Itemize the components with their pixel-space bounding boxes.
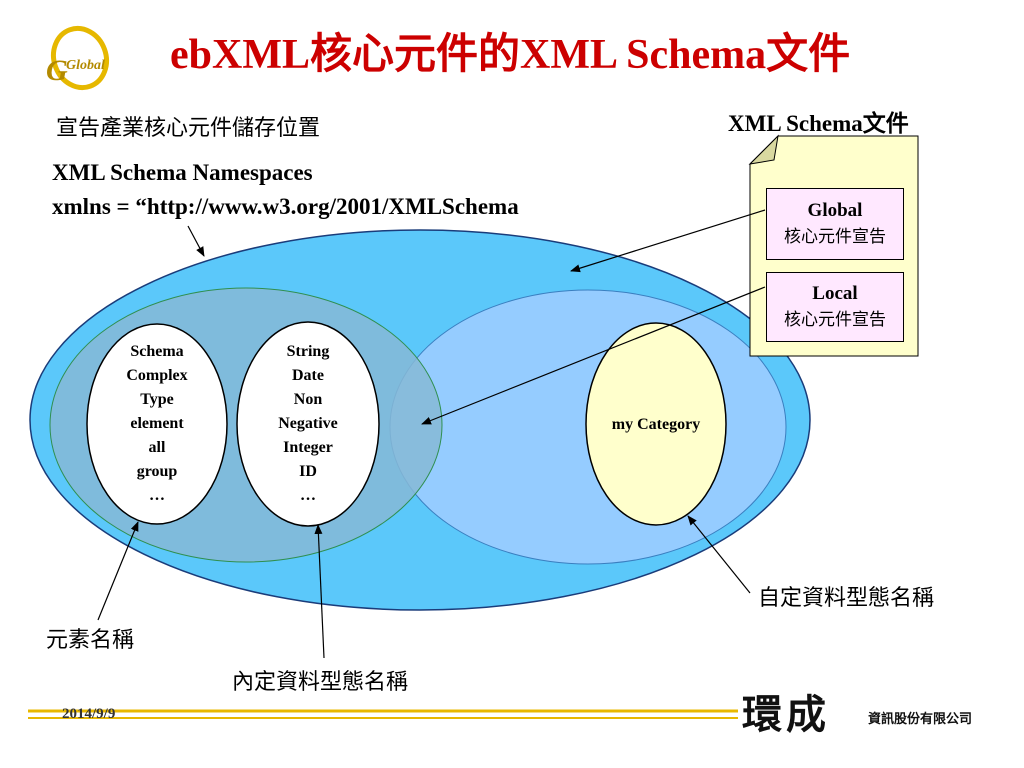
global-box-subtitle: 核心元件宣告	[784, 227, 886, 247]
global-box-title: Global	[807, 200, 863, 221]
schema-item: Schema	[130, 343, 184, 360]
company-name: 環成	[742, 691, 830, 738]
type-item: ID	[299, 463, 317, 480]
schema-document-label: XML Schema文件	[728, 111, 909, 136]
schema-item: group	[136, 463, 178, 480]
builtin-types-ellipse	[236, 321, 380, 527]
schema-item: all	[148, 439, 166, 456]
local-declaration-box: Local 核心元件宣告	[766, 272, 904, 342]
type-item: Integer	[283, 439, 333, 456]
schema-items-list: Schema Complex Type element all group …	[97, 328, 217, 520]
type-item: …	[300, 487, 316, 504]
namespaces-title: XML Schema Namespaces	[52, 160, 313, 185]
my-category-ellipse	[585, 322, 727, 526]
page-title: ebXML核心元件的XML Schema文件	[170, 32, 851, 78]
schema-elements-ellipse	[86, 323, 228, 525]
local-box-subtitle: 核心元件宣告	[784, 310, 886, 330]
builtin-types-label: 內定資料型態名稱	[232, 670, 409, 695]
type-item: Date	[292, 367, 324, 384]
arrow-element-names	[97, 521, 139, 621]
arrow-namespace	[187, 225, 205, 257]
schema-item: …	[149, 487, 165, 504]
type-item: Non	[293, 391, 323, 408]
global-declaration-box: Global 核心元件宣告	[766, 188, 904, 260]
global-logo: G	[46, 25, 109, 91]
core-storage-label: 宣告產業核心元件儲存位置	[56, 116, 321, 141]
type-item: Negative	[278, 415, 338, 432]
arrow-custom-types	[687, 515, 751, 594]
schema-item: element	[130, 415, 184, 432]
custom-types-label: 自定資料型態名稱	[758, 586, 935, 611]
local-box-title: Local	[812, 283, 858, 304]
schema-item: Complex	[126, 367, 188, 384]
arrow-local	[421, 286, 766, 425]
xmlns-label: xmlns = “http://www.w3.org/2001/XMLSchem…	[52, 194, 519, 219]
logo-text: Global	[66, 58, 105, 73]
footer-date: 2014/9/9	[62, 706, 116, 722]
svg-text:G: G	[46, 54, 68, 87]
schema-item: Type	[140, 391, 174, 408]
arrow-builtin-types	[314, 524, 325, 659]
my-category-label: my Category	[611, 416, 701, 433]
type-item: String	[286, 343, 330, 360]
type-items-list: String Date Non Negative Integer ID …	[248, 328, 368, 520]
company-subtitle: 資訊股份有限公司	[868, 712, 973, 727]
element-names-label: 元素名稱	[46, 628, 135, 653]
arrow-global	[570, 209, 766, 273]
